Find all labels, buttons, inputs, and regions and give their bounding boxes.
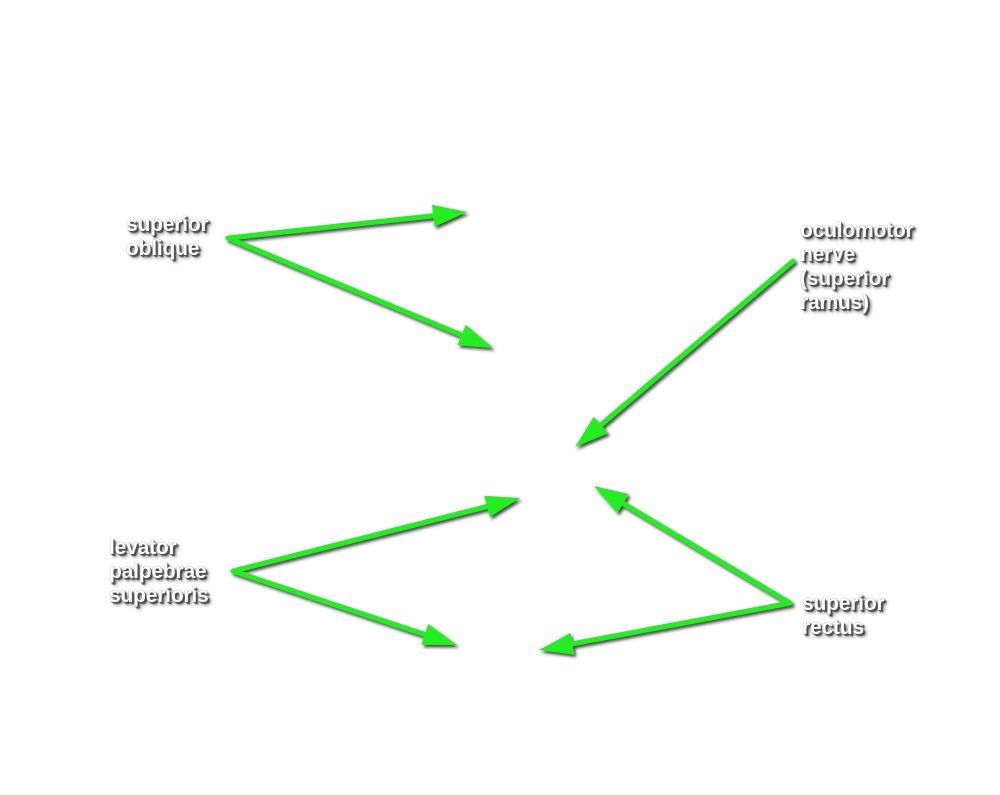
label-line: palpebrae bbox=[109, 560, 207, 583]
arrow-levator-upper bbox=[230, 495, 520, 574]
arrowhead bbox=[575, 416, 608, 447]
arrow-oculomotor-nerve bbox=[575, 258, 796, 447]
label-line: (superior bbox=[800, 267, 890, 290]
label-line: superior bbox=[126, 213, 209, 236]
arrow-superior-oblique-lower bbox=[225, 235, 493, 348]
label-superior-rectus: superior rectus bbox=[802, 592, 885, 640]
label-line: ramus) bbox=[800, 291, 869, 314]
label-line: superioris bbox=[109, 584, 209, 607]
arrow-shaft bbox=[225, 212, 440, 241]
label-line: oculomotor bbox=[800, 219, 914, 242]
arrow-levator-lower bbox=[230, 568, 457, 645]
arrow-shaft bbox=[565, 600, 793, 647]
arrowhead bbox=[539, 632, 575, 655]
label-line: rectus bbox=[802, 616, 864, 639]
label-line: levator bbox=[109, 536, 177, 559]
arrowhead bbox=[421, 623, 457, 645]
arrowhead bbox=[484, 495, 520, 517]
arrow-superior-oblique-upper bbox=[225, 204, 467, 241]
arrow-superior-rectus-lower bbox=[539, 600, 793, 655]
label-line: oblique bbox=[126, 237, 200, 260]
label-levator-palpebrae-superioris: levator palpebrae superioris bbox=[109, 536, 209, 608]
arrow-shaft bbox=[230, 568, 432, 639]
arrowhead bbox=[432, 204, 467, 227]
arrow-shaft bbox=[230, 502, 494, 574]
arrow-shaft bbox=[595, 258, 796, 431]
arrowhead bbox=[457, 324, 493, 348]
arrowhead bbox=[594, 486, 629, 513]
arrow-shaft bbox=[617, 498, 793, 606]
label-superior-oblique: superior oblique bbox=[126, 213, 209, 261]
label-oculomotor-nerve: oculomotor nerve (superior ramus) bbox=[800, 219, 914, 315]
label-line: superior bbox=[802, 592, 885, 615]
arrow-superior-rectus-upper bbox=[594, 486, 793, 606]
label-line: nerve bbox=[800, 243, 856, 266]
arrow-shaft bbox=[225, 235, 468, 339]
